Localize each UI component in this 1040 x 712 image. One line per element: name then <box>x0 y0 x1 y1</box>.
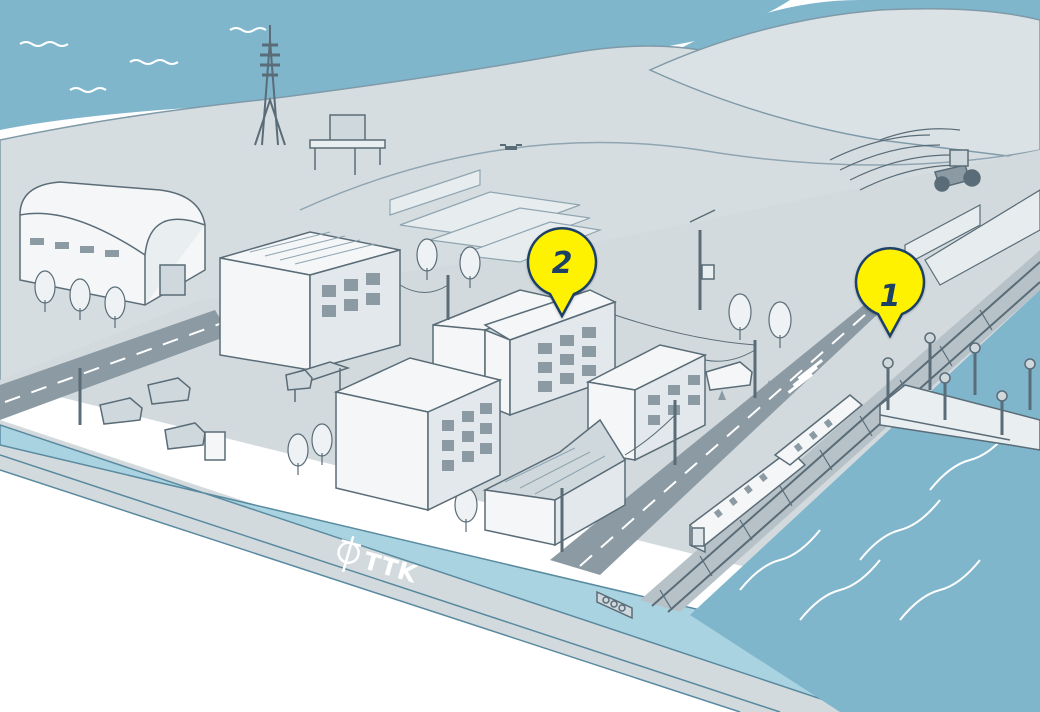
marker-1-label: 1 <box>880 279 901 314</box>
cell-tower <box>254 25 286 146</box>
office-building-front <box>333 357 503 512</box>
cable-manhole <box>596 590 633 620</box>
traffic-cones <box>718 380 773 412</box>
utility-poles <box>78 230 757 552</box>
hangar <box>19 181 206 306</box>
equipment-platform <box>309 114 386 175</box>
railway <box>640 250 1040 613</box>
office-building-solar <box>219 231 401 371</box>
bridge <box>879 332 1040 451</box>
train <box>688 394 864 554</box>
main-road <box>0 300 880 575</box>
wires <box>399 284 756 456</box>
house <box>482 418 627 547</box>
building-mid-right <box>585 344 708 462</box>
crosswalk <box>787 358 824 394</box>
wave-marks <box>19 27 267 93</box>
drone-icon <box>500 144 522 150</box>
tractor <box>934 149 981 192</box>
ttk-emblem-icon <box>337 535 362 573</box>
marker-2-label: 2 <box>552 246 573 281</box>
marker-1[interactable]: 1 <box>854 247 926 339</box>
trees <box>34 238 792 532</box>
cars <box>99 361 753 450</box>
marker-2[interactable]: 2 <box>526 227 598 319</box>
utility-box <box>204 431 226 461</box>
weather-mast <box>689 209 716 280</box>
noise-barrier <box>904 189 1040 286</box>
